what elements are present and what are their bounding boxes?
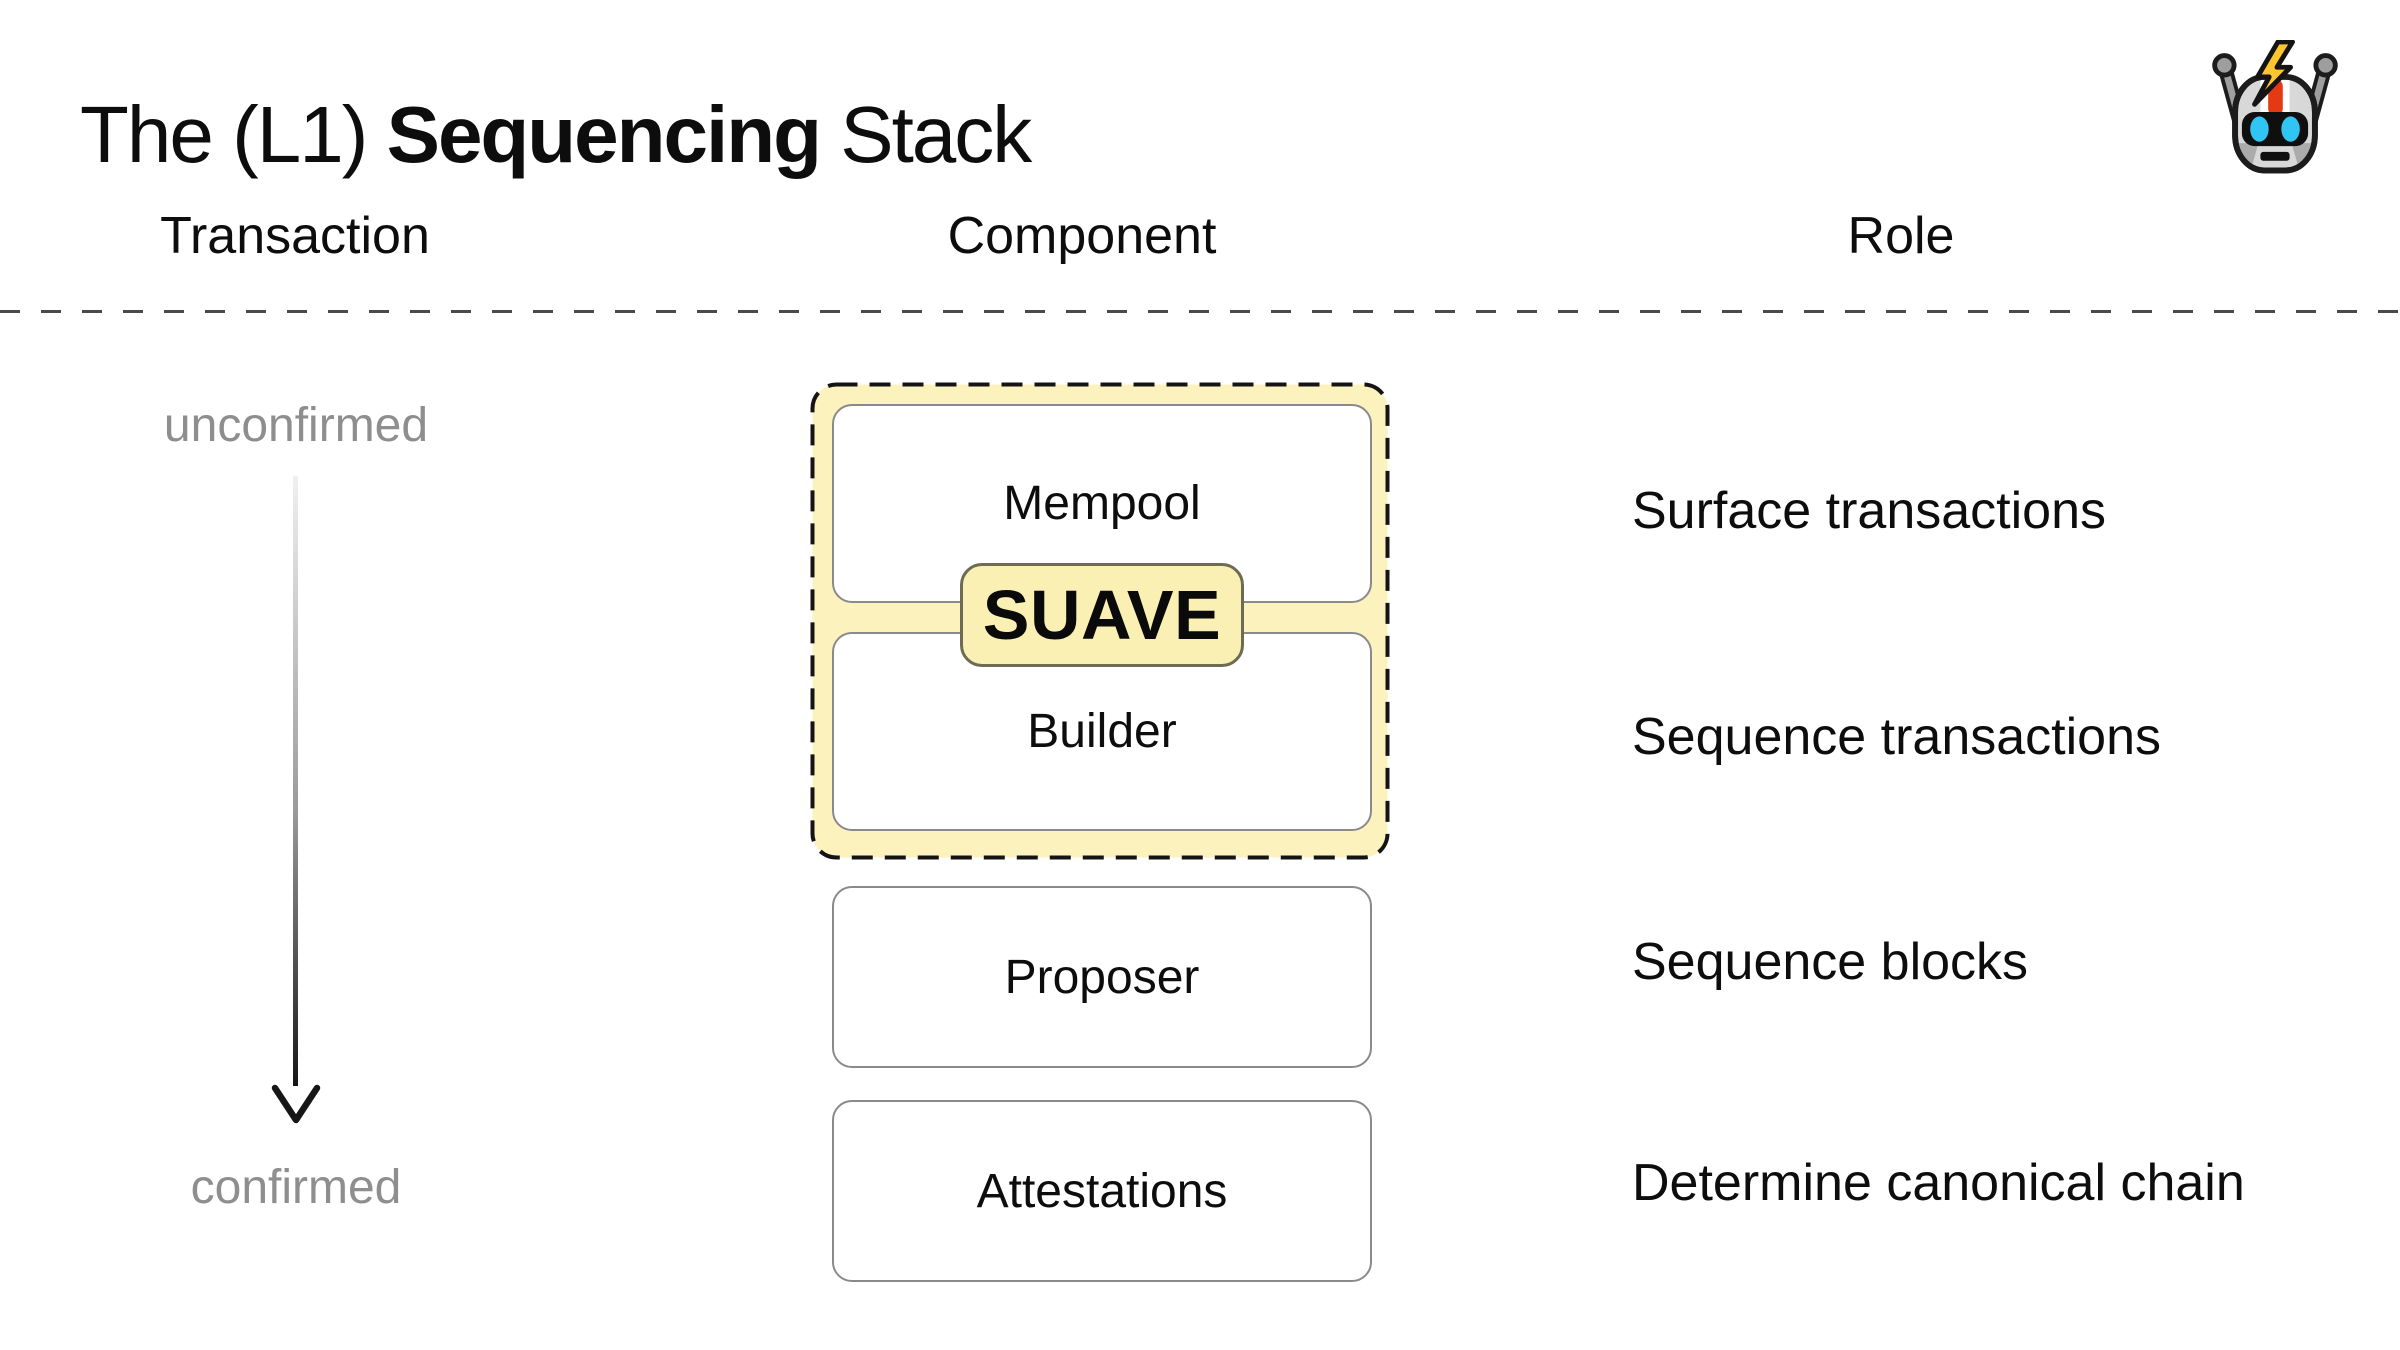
- robot-icon: [2212, 40, 2338, 174]
- component-label: Attestations: [976, 1164, 1228, 1218]
- lightning-icon: [2252, 40, 2295, 107]
- title-emphasis: Sequencing: [386, 90, 822, 179]
- timeline-arrow-line: [293, 476, 298, 1086]
- column-header-role: Role: [1847, 207, 1955, 265]
- timeline-label-confirmed: confirmed: [190, 1161, 402, 1214]
- title-suffix: Stack: [819, 90, 1032, 179]
- component-box-proposer: Proposer: [832, 886, 1372, 1068]
- component-label: Proposer: [1004, 950, 1200, 1004]
- header-divider: [0, 310, 2400, 313]
- role-label-sequence-transactions: Sequence transactions: [1632, 708, 2162, 766]
- role-label-determine-canonical-chain: Determine canonical chain: [1632, 1154, 2245, 1212]
- robot-eye-right: [2281, 116, 2300, 142]
- component-box-attestations: Attestations: [832, 1100, 1372, 1282]
- title-prefix: The (L1): [80, 90, 387, 179]
- column-header-component: Component: [947, 207, 1217, 265]
- page-title: The (L1) Sequencing Stack: [80, 95, 1032, 175]
- component-label: Mempool: [1003, 477, 1201, 530]
- component-label: Builder: [1027, 705, 1177, 758]
- role-label-sequence-blocks: Sequence blocks: [1632, 933, 2029, 991]
- robot-eye-left: [2250, 116, 2269, 142]
- column-header-transaction: Transaction: [160, 207, 430, 265]
- timeline-label-unconfirmed: unconfirmed: [163, 399, 429, 452]
- suave-badge: SUAVE: [960, 563, 1244, 667]
- robot-mouth: [2260, 151, 2290, 161]
- arrow-down-icon: [271, 1084, 321, 1124]
- role-label-surface-transactions: Surface transactions: [1632, 482, 2107, 540]
